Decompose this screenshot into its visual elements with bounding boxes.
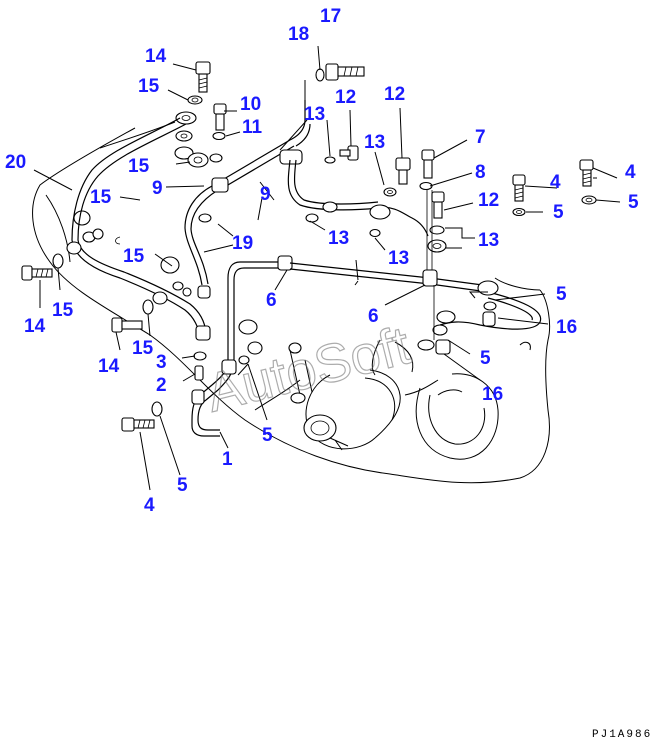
fasteners-top-left <box>174 61 411 197</box>
transmission-housing <box>32 121 551 484</box>
callout-15: 15 <box>132 338 154 359</box>
callout-20: 20 <box>5 152 26 173</box>
callout-4: 4 <box>625 162 636 183</box>
callout-16: 16 <box>482 384 503 405</box>
drawing-code: PJ1A986 <box>592 729 652 741</box>
callout-9: 9 <box>260 184 271 205</box>
callout-15: 15 <box>52 300 74 321</box>
callout-16: 16 <box>556 317 577 338</box>
callout-5: 5 <box>262 425 273 446</box>
pipe-assembly <box>66 100 542 437</box>
callout-13: 13 <box>388 248 409 269</box>
callout-labels: 17 18 14 15 10 11 13 12 13 12 7 8 4 4 5 … <box>5 6 639 516</box>
callout-14: 14 <box>145 46 167 67</box>
leader-lines <box>33 45 621 491</box>
callout-15: 15 <box>90 187 112 208</box>
callout-14: 14 <box>24 316 46 337</box>
callout-19: 19 <box>232 233 253 254</box>
callout-13: 13 <box>304 104 325 125</box>
callout-2: 2 <box>156 375 167 396</box>
callout-13: 13 <box>478 230 499 251</box>
callout-13: 13 <box>328 228 349 249</box>
callout-12: 12 <box>384 84 405 105</box>
callout-5: 5 <box>556 284 567 305</box>
callout-8: 8 <box>475 162 486 183</box>
callout-17: 17 <box>320 6 341 27</box>
callout-5: 5 <box>628 192 639 213</box>
callout-5: 5 <box>177 475 188 496</box>
callout-14: 14 <box>98 356 120 377</box>
callout-7: 7 <box>475 127 486 148</box>
callout-5: 5 <box>480 348 491 369</box>
callout-10: 10 <box>240 94 261 115</box>
callout-6: 6 <box>368 306 379 327</box>
callout-1: 1 <box>222 449 233 470</box>
callout-13: 13 <box>364 132 385 153</box>
fasteners-top-right <box>419 149 597 253</box>
fasteners-lower-left <box>21 213 250 432</box>
watermark: AutoSoft <box>200 315 416 423</box>
callout-3: 3 <box>156 352 167 373</box>
callout-6: 6 <box>266 290 277 311</box>
callout-15: 15 <box>138 76 160 97</box>
callout-9: 9 <box>152 178 163 199</box>
callout-12: 12 <box>335 87 356 108</box>
callout-12: 12 <box>478 190 499 211</box>
callout-4: 4 <box>550 172 561 193</box>
callout-18: 18 <box>288 24 309 45</box>
callout-4: 4 <box>144 495 155 516</box>
callout-5: 5 <box>553 202 564 223</box>
callout-15: 15 <box>128 156 150 177</box>
callout-11: 11 <box>242 117 263 138</box>
callout-15: 15 <box>123 246 145 267</box>
